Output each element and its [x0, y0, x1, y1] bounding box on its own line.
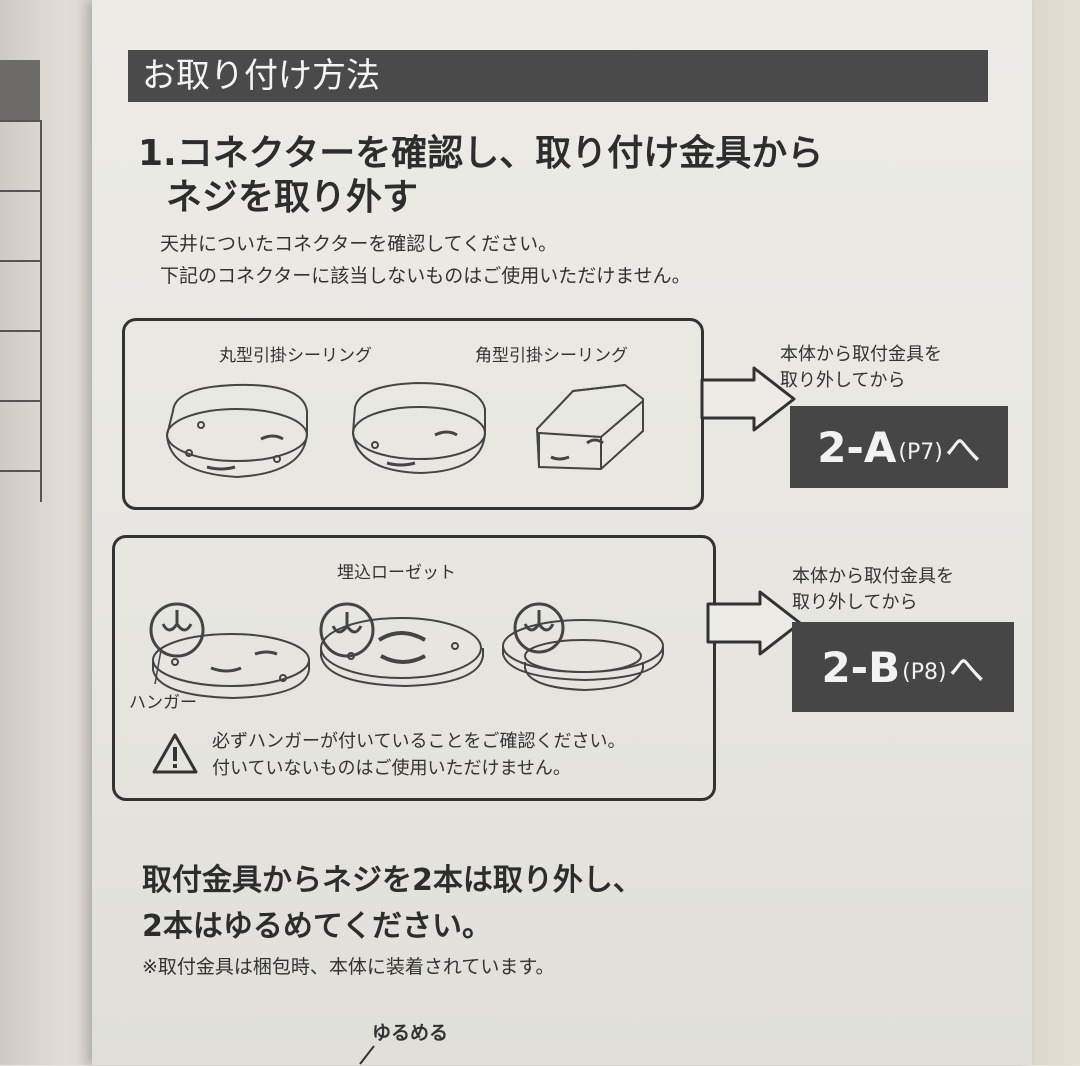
adjacent-page: [0, 0, 110, 1065]
arrow-to-2b: [706, 590, 802, 656]
step-title: 1.コネクターを確認し、取り付け金具から ネジを取り外す: [138, 132, 823, 220]
step-intro: 天井についたコネクターを確認してください。 下記のコネクターに該当しないものはご…: [160, 228, 691, 292]
dest-caption-a: 本体から取付金具を 取り外してから: [780, 342, 942, 394]
step-title-line2: ネジを取り外す: [166, 177, 419, 218]
warning-icon: [152, 733, 198, 774]
warning-text: 必ずハンガーが付いていることをご確認ください。 付いていないものはご使用いただけ…: [212, 728, 625, 782]
arrow-to-2a: [700, 366, 796, 432]
screw-instruction-line2: 2本はゆるめてください。: [142, 909, 492, 944]
label-rosette: 埋込ローゼット: [337, 563, 456, 583]
round-ceiling-illustration-1: [165, 383, 308, 479]
ceiling-connector-box-b: 埋込ローゼット ハンガー: [112, 535, 716, 801]
warning-line1: 必ずハンガーが付いていることをご確認ください。: [212, 731, 626, 752]
dest-box-2a: 2-A (P7) へ: [790, 406, 1008, 488]
intro-line2: 下記のコネクターに該当しないものはご使用いただけません。: [160, 265, 691, 287]
dest-caption-b: 本体から取付金具を 取り外してから: [792, 564, 954, 616]
packaging-note: ※取付金具は梱包時、本体に装着されています。: [142, 956, 555, 978]
section-header: お取り付け方法: [128, 50, 988, 102]
manual-page: お取り付け方法 1.コネクターを確認し、取り付け金具から ネジを取り外す 天井に…: [92, 0, 1032, 1065]
intro-line1: 天井についたコネクターを確認してください。: [160, 233, 558, 255]
label-square-ceiling: 角型引掛シーリング: [475, 346, 628, 366]
dest-2a-page: (P7): [898, 439, 943, 465]
dest-caption-b-line2: 取り外してから: [792, 592, 918, 613]
adjacent-page-table: [0, 120, 42, 502]
label-hanger: ハンガー: [129, 693, 197, 713]
loosen-label: ゆるめる: [372, 1022, 449, 1044]
rosette-illustrations: [149, 602, 664, 700]
dest-caption-a-line1: 本体から取付金具を: [780, 344, 942, 365]
dest-2b-page: (P8): [902, 659, 947, 685]
dest-box-2b: 2-B (P8) へ: [792, 622, 1014, 712]
rosette-illustration-3: [502, 602, 664, 692]
dest-2b-suffix: へ: [948, 650, 985, 691]
dest-2a-suffix: へ: [944, 430, 981, 471]
dest-2b-main: 2-B: [821, 642, 901, 692]
screw-instruction: 取付金具からネジを2本は取り外し、 2本はゆるめてください。: [142, 858, 643, 950]
rosette-illustration-2: [319, 602, 484, 688]
ceiling-connector-illustrations: [165, 381, 644, 479]
adjacent-page-header: [0, 60, 40, 120]
ceiling-connector-box-a: 丸型引掛シーリング 角型引掛シーリング: [122, 318, 704, 510]
leader-line: [359, 1045, 375, 1065]
screw-instruction-line1: 取付金具からネジを2本は取り外し、: [142, 863, 643, 898]
square-ceiling-illustration: [535, 383, 644, 471]
dest-caption-b-line1: 本体から取付金具を: [792, 566, 954, 587]
dest-caption-a-line2: 取り外してから: [780, 370, 906, 391]
round-ceiling-illustration-2: [351, 381, 486, 475]
label-round-ceiling: 丸型引掛シーリング: [219, 346, 372, 366]
step-title-line1: 1.コネクターを確認し、取り付け金具から: [138, 133, 824, 174]
dest-2a-main: 2-A: [817, 422, 897, 472]
warning-line2: 付いていないものはご使用いただけません。: [212, 758, 571, 779]
rosette-illustration-1: [149, 602, 310, 700]
